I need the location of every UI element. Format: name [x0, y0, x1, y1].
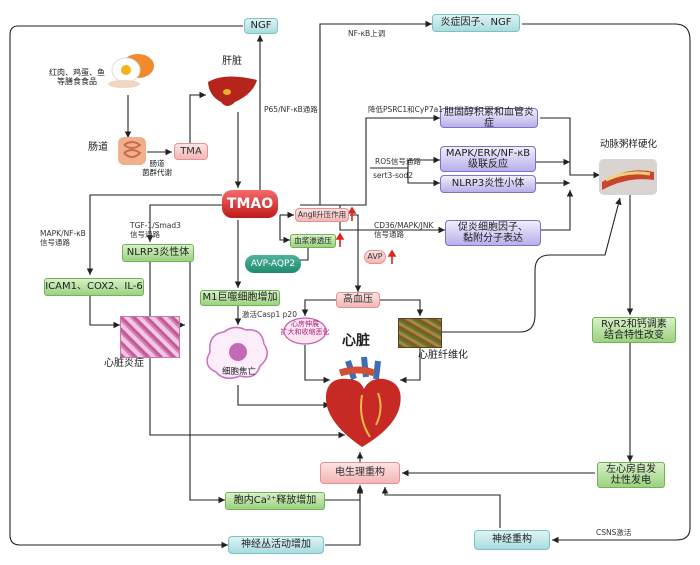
icam-node: ICAM1、COX2、IL-6	[44, 278, 144, 296]
cholesterol-node: 胆固醇积累和血管炎症	[440, 107, 538, 129]
hypertension-node: 高血压	[336, 292, 380, 308]
avp-aqp2-node: AVP-AQP2	[245, 255, 301, 273]
casp-label: 激活Casp1 p20	[242, 310, 297, 319]
heart-icon	[318, 355, 408, 453]
cd36-label: CD36/MAPK/JNK 信号通路	[374, 221, 434, 239]
tgf-label: TGF-1/Smad3 信号通路	[130, 221, 181, 239]
neural-remodeling-node: 神经重构	[474, 530, 550, 550]
cytokine-node: 促炎细胞因子、 黏附分子表达	[445, 220, 541, 246]
plasma-osmotic-node: 血浆渗透压	[290, 234, 336, 248]
csns-label: CSNS激活	[596, 528, 632, 537]
calcium-release-node: 胞内Ca²⁺释放增加	[225, 492, 325, 510]
nlrp3-body-node: NLRP3炎性体	[122, 244, 194, 262]
ros-label: ROS信号通路	[375, 157, 421, 166]
ngf-node: NGF	[244, 18, 278, 34]
gut-flora-label: 肠道 菌群代谢	[142, 159, 172, 177]
food-label: 红肉、鸡蛋、鱼 等膳食食品	[49, 68, 105, 87]
neural-activity-node: 神经丛活动增加	[228, 536, 324, 554]
tmao-node: TMAO	[222, 190, 278, 218]
left-atrium-node: 左心房自发 灶性发电	[597, 462, 665, 488]
angii-node: AngⅡ升压作用	[295, 208, 349, 222]
atrial-stretch-icon	[282, 316, 328, 346]
heart-label: 心脏	[342, 333, 370, 349]
fibrosis-tissue-icon	[398, 318, 442, 348]
p65-label: P65/NF-κB通路	[264, 105, 318, 114]
atrial-stretch-label: 心房伸展 扩大和收缩恶化	[280, 320, 330, 337]
inflammation-tissue-icon	[120, 316, 180, 358]
egg-food-icon	[106, 48, 156, 90]
ryr2-node: RyR2和钙调素 结合特性改变	[592, 317, 676, 343]
inflammatory-factor-node: 炎症因子、NGF	[432, 14, 520, 32]
mapk-nf-label: MAPK/NF-κB 信号通路	[40, 229, 86, 247]
artery-icon	[598, 158, 658, 196]
pyroptosis-cell-icon	[200, 322, 275, 384]
gut-icon	[116, 135, 148, 167]
nlrp3-inflammasome-node: NLRP3炎性小体	[440, 175, 536, 193]
sert-label: sert3-sod2	[373, 171, 414, 180]
pyroptosis-label: 细胞焦亡	[222, 367, 257, 377]
mapk-node: MAPK/ERK/NF-κB 级联反应	[440, 146, 536, 172]
psrc-label: 降低PSRC1和CyP7a1	[368, 105, 443, 114]
atherosclerosis-label: 动脉粥样硬化	[600, 139, 658, 150]
liver-icon	[205, 72, 260, 112]
avp-node: AVP	[364, 250, 386, 264]
gut-label: 肠道	[88, 142, 108, 153]
cardiac-inflammation-label: 心脏炎症	[104, 358, 144, 369]
electrophysiology-node: 电生理重构	[320, 462, 400, 484]
liver-label: 肝脏	[222, 56, 242, 67]
fibrosis-label: 心脏纤维化	[418, 350, 468, 361]
m1-macrophage-node: M1巨噬细胞增加	[200, 290, 280, 306]
tma-node: TMA	[174, 143, 208, 160]
nfkb-up-label: NF-κB上调	[348, 29, 386, 38]
